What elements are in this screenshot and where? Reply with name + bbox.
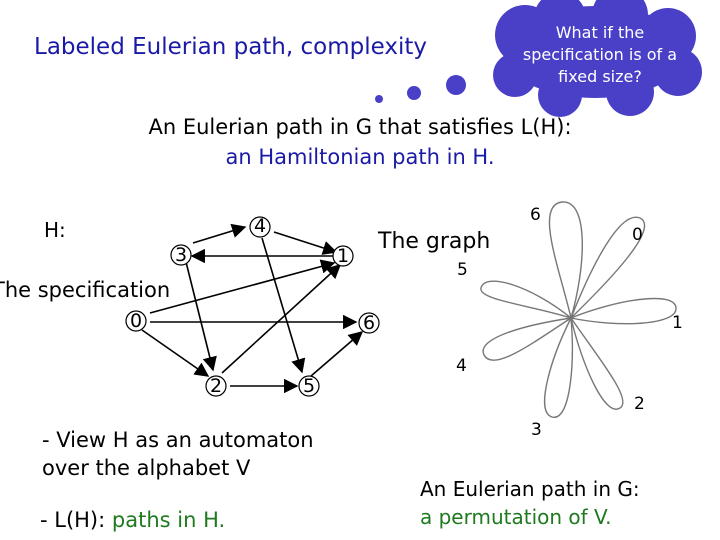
petal-left (481, 281, 571, 318)
bullet-language: - L(H): paths in H. (40, 506, 225, 534)
petal-label-4: 4 (456, 356, 467, 376)
thought-dot (407, 86, 421, 100)
thought-dot (446, 75, 466, 95)
graph-g-label: The graph (378, 229, 490, 254)
edge-2-1 (222, 265, 340, 373)
petal-label-0: 0 (632, 225, 643, 245)
node-2: 2 (210, 375, 222, 397)
edge-5-6 (311, 332, 362, 376)
graph-g-caption: An Eulerian path in G: a permutation of … (420, 475, 640, 531)
edge-3-4 (193, 227, 245, 243)
petal-up-left (549, 202, 582, 318)
bullet-language-highlight: paths in H. (112, 508, 225, 532)
node-3: 3 (175, 244, 187, 266)
subtitle: An Eulerian path in G that satisfies L(H… (0, 112, 720, 172)
subtitle-line-2: an Hamiltonian path in H. (0, 142, 720, 172)
slide-title: Labeled Eulerian path, complexity (34, 34, 427, 60)
node-6: 6 (363, 312, 375, 334)
graph-g-caption-line-1: An Eulerian path in G: (420, 475, 640, 503)
edge-3-2 (186, 262, 213, 370)
edge-0-2 (142, 330, 208, 376)
petal-label-2: 2 (634, 394, 645, 414)
node-1: 1 (337, 245, 349, 267)
petal-low-left (483, 318, 571, 360)
graph-g-caption-line-2: a permutation of V. (420, 503, 640, 531)
edge-0-1 (150, 263, 334, 313)
thought-bubble-text: What if the specification is of a fixed … (510, 22, 690, 88)
graph-h-label: H: (44, 218, 66, 242)
petal-label-3: 3 (531, 420, 542, 440)
petal-label-6: 6 (530, 205, 541, 225)
bullet-automaton: - View H as an automaton over the alphab… (42, 426, 342, 482)
subtitle-line-1: An Eulerian path in G that satisfies L(H… (0, 112, 720, 142)
petal-label-5: 5 (457, 260, 468, 280)
graph-h-nodes (126, 217, 379, 396)
node-4: 4 (254, 215, 266, 237)
graph-g-flower (481, 202, 676, 417)
specification-label: The specification (0, 278, 170, 302)
bullet-language-prefix: - L(H): (40, 508, 112, 532)
petal-label-1: 1 (672, 313, 683, 333)
node-0: 0 (130, 310, 142, 332)
edge-4-1 (274, 232, 336, 252)
node-5: 5 (303, 375, 315, 397)
thought-dot (375, 95, 383, 103)
petal-down-right (571, 318, 623, 409)
